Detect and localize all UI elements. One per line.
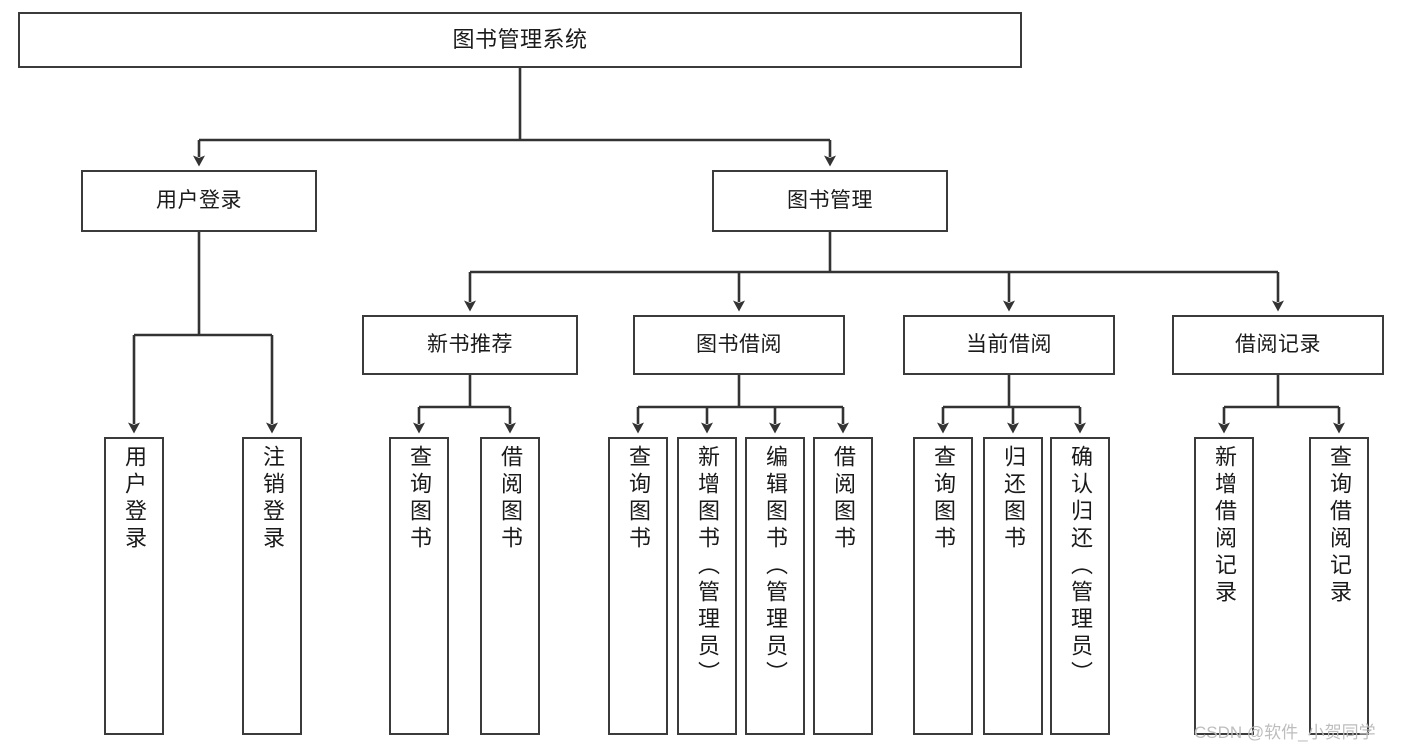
node-label: 图书管理 — [787, 188, 873, 212]
node-leaf-user-login: 用户登录 — [104, 437, 164, 735]
node-leaf-borrow-book-b: 借阅图书 — [813, 437, 873, 735]
node-label: 借阅记录 — [1235, 332, 1321, 356]
node-user-login: 用户登录 — [81, 170, 317, 232]
node-label: 用户登录 — [122, 445, 147, 553]
node-leaf-logout: 注销登录 — [242, 437, 302, 735]
node-label: 注销登录 — [260, 445, 285, 553]
node-current-borrow: 当前借阅 — [903, 315, 1115, 375]
node-book-manage: 图书管理 — [712, 170, 948, 232]
node-label: 新增图书（管理员） — [695, 445, 720, 688]
node-label: 查询图书 — [931, 445, 956, 553]
node-leaf-add-book: 新增图书（管理员） — [677, 437, 737, 735]
node-label: 新书推荐 — [427, 332, 513, 356]
node-label: 确认归还（管理员） — [1068, 445, 1093, 688]
node-leaf-return-book: 归还图书 — [983, 437, 1043, 735]
node-new-book-rec: 新书推荐 — [362, 315, 578, 375]
node-label: 图书管理系统 — [452, 27, 588, 53]
node-label: 用户登录 — [156, 188, 242, 212]
node-leaf-query-record: 查询借阅记录 — [1309, 437, 1369, 735]
node-leaf-confirm-return: 确认归还（管理员） — [1050, 437, 1110, 735]
node-label: 归还图书 — [1001, 445, 1026, 553]
node-label: 当前借阅 — [966, 332, 1052, 356]
node-label: 图书借阅 — [696, 332, 782, 356]
node-borrow-record: 借阅记录 — [1172, 315, 1384, 375]
node-label: 查询借阅记录 — [1327, 445, 1352, 607]
node-label: 查询图书 — [407, 445, 432, 553]
node-leaf-query-book-rec: 查询图书 — [389, 437, 449, 735]
node-label: 编辑图书（管理员） — [763, 445, 788, 688]
node-leaf-edit-book: 编辑图书（管理员） — [745, 437, 805, 735]
node-root: 图书管理系统 — [18, 12, 1022, 68]
node-book-borrow: 图书借阅 — [633, 315, 845, 375]
node-leaf-query-book-b: 查询图书 — [608, 437, 668, 735]
node-leaf-borrow-book-rec: 借阅图书 — [480, 437, 540, 735]
csdn-watermark: CSDN @软件_小贺同学 — [1194, 723, 1376, 742]
node-leaf-query-book-c: 查询图书 — [913, 437, 973, 735]
node-label: 新增借阅记录 — [1212, 445, 1237, 607]
node-leaf-add-record: 新增借阅记录 — [1194, 437, 1254, 735]
node-label: 借阅图书 — [831, 445, 856, 553]
node-label: 借阅图书 — [498, 445, 523, 553]
node-label: 查询图书 — [626, 445, 651, 553]
